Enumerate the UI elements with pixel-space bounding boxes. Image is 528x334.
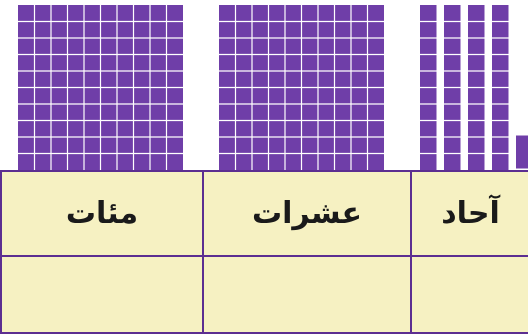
one-unit <box>516 136 528 153</box>
ten-rod <box>444 5 461 170</box>
one-unit <box>516 152 528 169</box>
hundred-flat <box>219 5 384 170</box>
value-tens-cell[interactable] <box>203 256 411 333</box>
header-row: آحاد عشرات مئات <box>1 171 528 256</box>
value-hundreds-cell[interactable] <box>1 256 203 333</box>
hundred-flat <box>18 5 183 170</box>
ten-rod <box>420 5 437 170</box>
ten-rod <box>468 5 485 170</box>
ten-rod <box>492 5 509 170</box>
base-ten-blocks <box>0 0 528 170</box>
header-ones: آحاد <box>411 171 528 256</box>
header-hundreds: مئات <box>1 171 203 256</box>
value-ones-cell[interactable] <box>411 256 528 333</box>
value-row <box>1 256 528 333</box>
header-tens: عشرات <box>203 171 411 256</box>
place-value-table: آحاد عشرات مئات <box>0 170 528 334</box>
